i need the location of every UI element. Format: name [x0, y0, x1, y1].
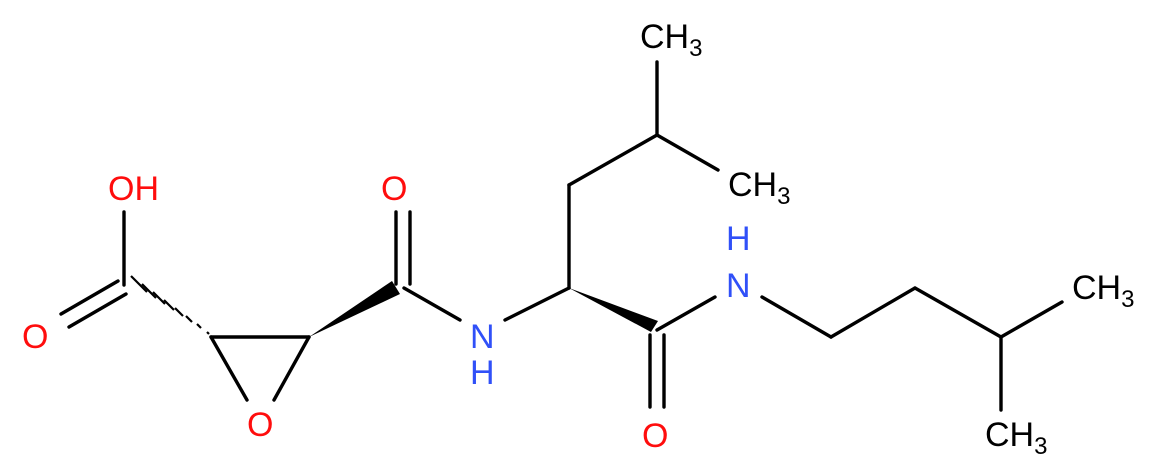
wedge-bond-c3-c4 — [309, 281, 400, 337]
amide2-nitrogen-label: N — [726, 267, 751, 305]
bond-c1-o-double-b — [67, 292, 128, 329]
bond-c7-ch3-right — [655, 133, 720, 172]
bond-c10-c11 — [913, 286, 1003, 339]
bond-c6-c7 — [567, 133, 659, 187]
methyl-label-top: CH3 — [640, 18, 702, 62]
amide1-nitrogen-label: N — [470, 318, 495, 356]
bond-epoxide-c2-o — [209, 335, 249, 402]
acid-carbonyl-oxygen-label: O — [22, 318, 48, 356]
methyl-label-right-chain: CH3 — [1072, 269, 1134, 313]
methyl-label-bottom: CH3 — [985, 416, 1047, 460]
bond-n1-c5 — [503, 286, 571, 322]
amide1-carbonyl-oxygen-label: O — [381, 170, 407, 208]
amide1-nitrogen-hydrogen-label: H — [470, 354, 495, 392]
bond-c1-o-double-a — [59, 279, 120, 316]
bond-c4-n1 — [402, 286, 462, 322]
epoxide-oxygen-label: O — [247, 406, 273, 444]
wedge-bond-c5-c8 — [569, 288, 658, 332]
bond-epoxide-c3-o — [272, 335, 311, 402]
bond-n2-c9 — [760, 295, 833, 339]
hashed-wedge-bond-c2-c1 — [130, 275, 210, 335]
methyl-label-right-upper: CH3 — [728, 166, 790, 210]
bond-c9-c10 — [829, 286, 917, 339]
bond-c11-ch3-right — [999, 300, 1064, 339]
bond-c8-n2 — [655, 295, 717, 332]
amide2-hydrogen-label: H — [726, 220, 751, 258]
hydroxyl-label: OH — [108, 170, 159, 208]
amide2-carbonyl-oxygen-label: O — [642, 417, 668, 455]
